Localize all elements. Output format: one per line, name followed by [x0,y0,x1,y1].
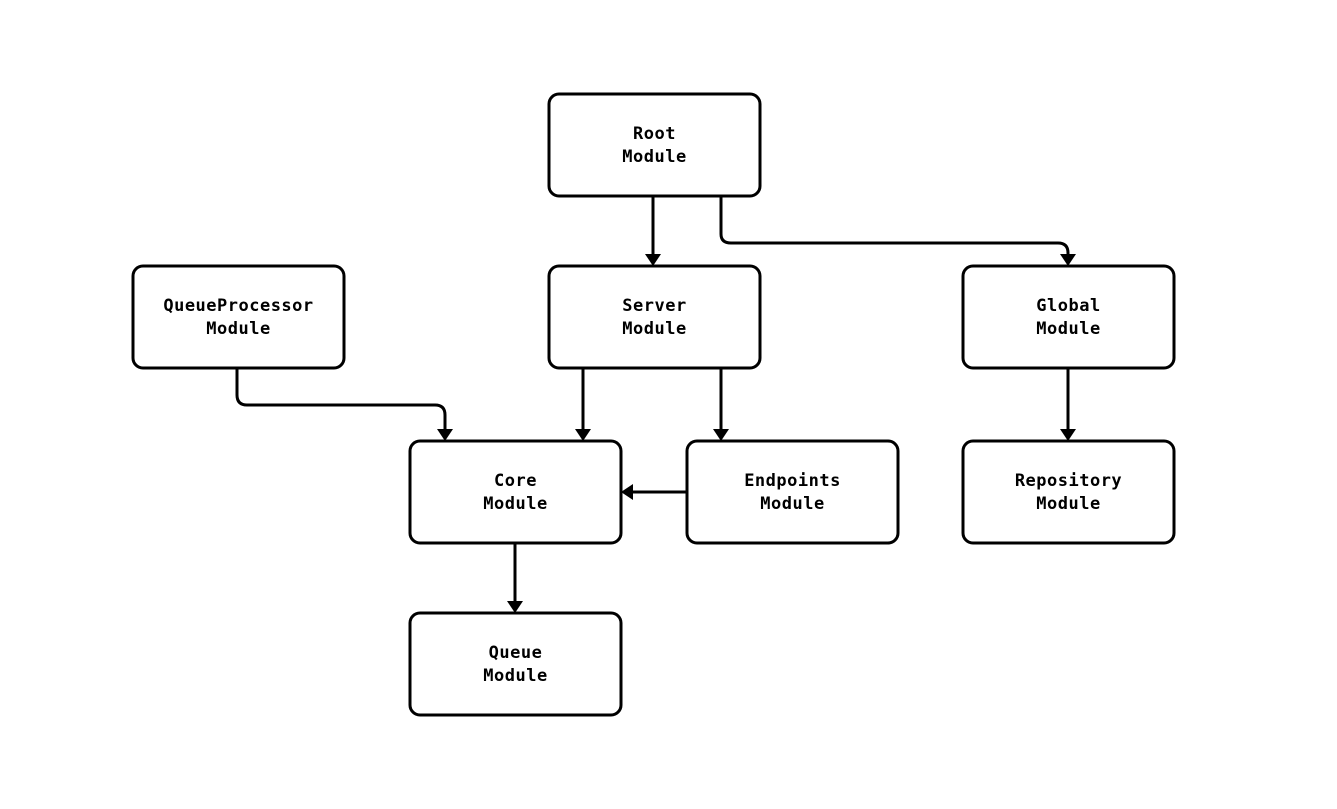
edge-server-to-endpoints-arrowhead-icon [713,429,729,441]
queueprocessor-module-node-box[interactable] [131,264,346,370]
edge-core-to-queue [507,543,523,613]
edge-queueprocessor-to-core-line [235,368,447,429]
edge-server-to-endpoints [713,368,729,441]
queueprocessor-module-node-label-line2: Module [206,319,270,339]
edges-layer [235,196,1076,613]
endpoints-module-node-label-line2: Module [760,494,824,514]
core-module-node-label-line1: Core [494,471,537,491]
edge-global-to-repository-arrowhead-icon [1060,429,1076,441]
global-module-node-label-line2: Module [1036,319,1100,339]
endpoints-module-node-box[interactable] [685,439,900,545]
endpoints-module-node-label-line1: Endpoints [744,471,841,491]
edge-endpoints-to-core [621,484,687,500]
repository-module-node-label-line1: Repository [1015,471,1122,491]
edge-root-to-global-arrowhead-icon [1060,254,1076,266]
server-module-node-box[interactable] [547,264,762,370]
server-module-node-label-line1: Server [622,296,686,316]
queueprocessor-module-node-label-line1: QueueProcessor [163,296,313,316]
queue-module-node-box[interactable] [408,611,623,717]
edge-queueprocessor-to-core-arrowhead-icon [437,429,453,441]
global-module-node-box[interactable] [961,264,1176,370]
edge-server-to-core-arrowhead-icon [575,429,591,441]
server-module-node-label-line2: Module [622,319,686,339]
nodes-layer: RootModuleQueueProcessorModuleServerModu… [131,92,1176,717]
repository-module-node-box[interactable] [961,439,1176,545]
queue-module-node-label-line2: Module [483,666,547,686]
edge-root-to-server-arrowhead-icon [645,254,661,266]
core-module-node-label-line2: Module [483,494,547,514]
queue-module-node-label-line1: Queue [489,643,543,663]
core-module-node-box[interactable] [408,439,623,545]
edge-core-to-queue-arrowhead-icon [507,601,523,613]
edge-endpoints-to-core-arrowhead-icon [621,484,633,500]
root-module-node-label-line2: Module [622,147,686,167]
repository-module-node-label-line2: Module [1036,494,1100,514]
root-module-node-label-line1: Root [633,124,676,144]
edge-root-to-server [645,196,661,266]
root-module-node-box[interactable] [547,92,762,198]
edge-server-to-core [575,368,591,441]
edge-global-to-repository [1060,368,1076,441]
edge-root-to-global [719,196,1076,266]
edge-root-to-global-line [719,196,1070,255]
global-module-node-label-line1: Global [1036,296,1100,316]
edge-queueprocessor-to-core [235,368,453,441]
